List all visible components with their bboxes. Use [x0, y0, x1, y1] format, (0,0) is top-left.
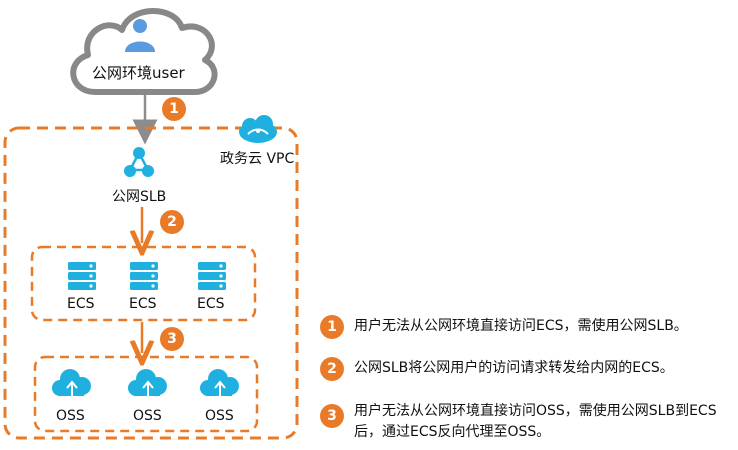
slb-label: 公网SLB	[112, 189, 167, 205]
legend-text-1: 用户无法从公网环境直接访问ECS，需使用公网SLB。	[354, 318, 688, 334]
server-icon	[198, 262, 226, 290]
step-badge-3: 3	[160, 327, 184, 351]
legend-badge-3: 3	[320, 404, 344, 428]
legend-badge-2: 2	[320, 357, 344, 381]
legend-text-2: 公网SLB将公网用户的访问请求转发给内网的ECS。	[354, 360, 674, 376]
slb-icon	[124, 147, 154, 177]
legend-text-3: 用户无法从公网环境直接访问OSS，需使用公网SLB到ECS后，通过ECS反向代理…	[354, 403, 717, 440]
vpc-cloud-icon	[239, 115, 277, 143]
step-badge-1: 1	[162, 97, 186, 121]
ecs-group-boundary	[30, 245, 257, 322]
server-icon	[68, 262, 96, 290]
oss-icon	[200, 369, 239, 397]
user-cloud-label: 公网环境user	[92, 64, 185, 82]
oss-icon	[52, 369, 91, 397]
legend-badge-1: 1	[320, 315, 344, 339]
ecs-label: ECS	[129, 296, 157, 312]
step-badge-2: 2	[160, 210, 184, 234]
server-icon	[130, 262, 158, 290]
vpc-label: 政务云 VPC	[220, 151, 295, 167]
ecs-label: ECS	[67, 296, 95, 312]
vpc-boundary	[3, 126, 299, 440]
oss-label: OSS	[205, 408, 234, 424]
oss-label: OSS	[133, 408, 162, 424]
user-icon	[125, 19, 155, 52]
ecs-label: ECS	[197, 296, 225, 312]
oss-label: OSS	[56, 408, 85, 424]
oss-icon	[128, 369, 167, 397]
oss-group-boundary	[33, 355, 259, 433]
